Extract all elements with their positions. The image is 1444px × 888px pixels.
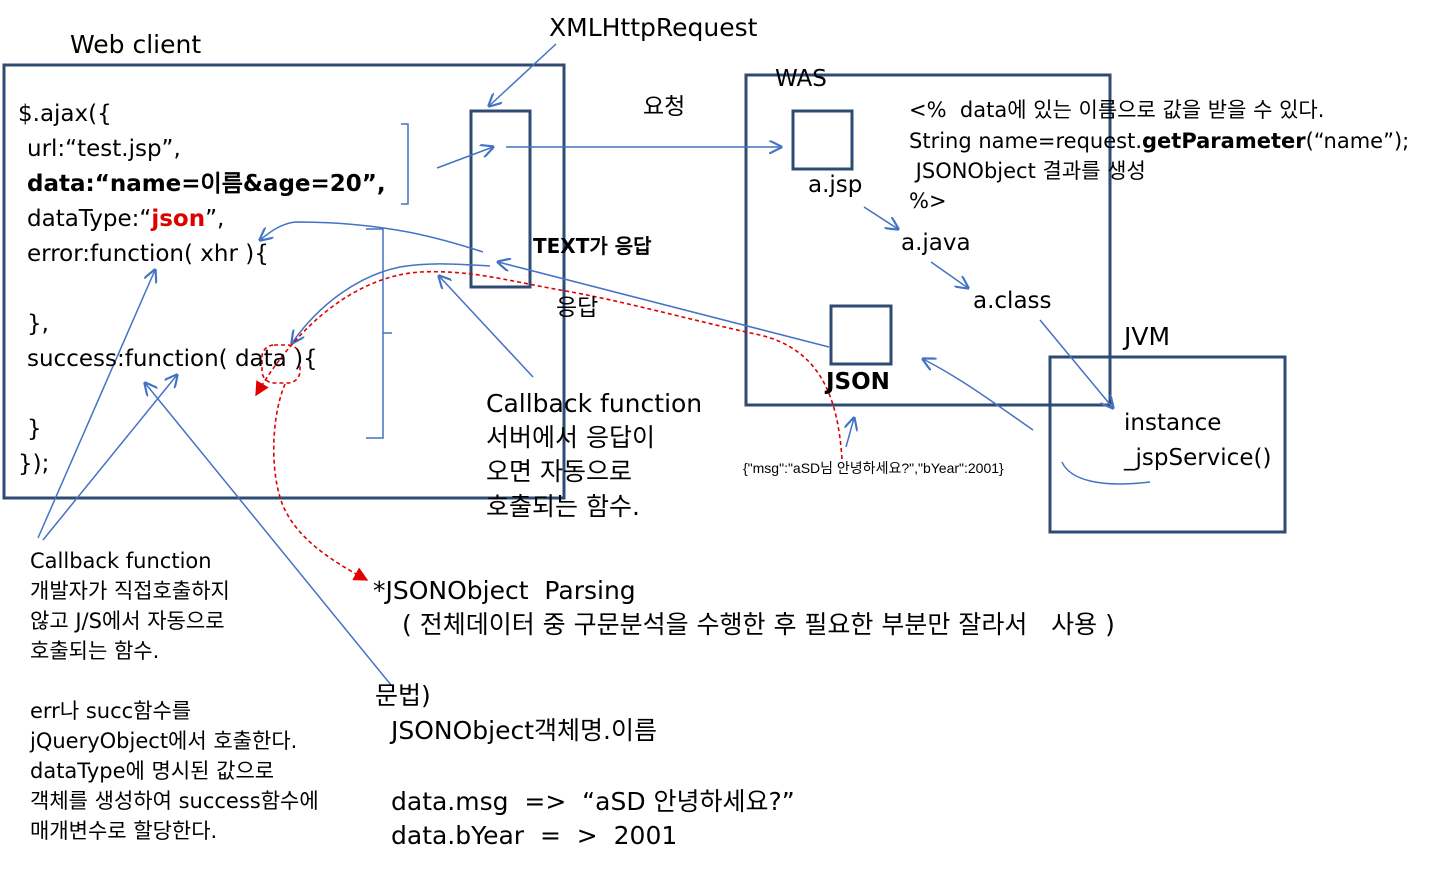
parsing-title: *JSONObject Parsing [373,576,636,605]
err-note-line4: 객체를 생성하여 success함수에 [30,789,319,813]
request-label: 요청 [643,94,686,120]
callback-bracket [366,228,392,439]
jsp-note-line1: <% data에 있는 이름으로 값을 받을 수 있다. [909,98,1325,122]
json-sample-pointer [846,418,854,448]
syntax-title: 문법) [375,681,431,710]
response-arrow [498,262,830,348]
data-to-parsing-dashed-arrow [272,383,369,581]
code-line-success-close: } [27,416,42,442]
code-line-error-close: }, [27,311,49,337]
json-sample-text: {"msg":"aSD님 안녕하세요?","bYear":2001} [743,460,1004,476]
data-param-highlight [261,344,301,384]
callback-left-line3: 호출되는 함수. [30,639,160,663]
callback-right-line2: 오면 자동으로 [486,457,632,486]
data-bracket [401,123,409,205]
callback-right-line3: 호출되는 함수. [486,492,640,521]
callback-left-line2: 않고 J/S에서 자동으로 [30,609,225,633]
a-jsp-box [791,109,854,171]
xmlhttprequest-box [469,109,532,289]
datatype-json-value: json [151,206,206,232]
service-loop-curve [1061,461,1151,485]
xmlhttprequest-pointer [489,43,557,106]
syntax-example-msg: data.msg => “aSD 안녕하세요?” [391,787,795,816]
web-client-label: Web client [70,30,202,59]
syntax-pointer [145,383,392,686]
instance-label: instance [1124,410,1222,436]
callback-left-title: Callback function [30,549,212,573]
was-label: WAS [775,66,827,92]
code-line-success: success:function( data ){ [27,346,318,372]
jsp-to-java-arrow [863,206,898,229]
datatype-prefix: dataType:“ [27,206,152,232]
jsp-note-line3: JSONObject 결과를 생성 [909,159,1146,183]
response-label: 응답 [556,295,599,321]
callback-right-line1: 서버에서 응답이 [486,423,655,452]
err-note-line2: jQueryObject에서 호출한다. [30,729,298,753]
syntax-example-byear: data.bYear = > 2001 [391,821,678,850]
jvm-label: JVM [1124,322,1171,351]
a-class-label: a.class [973,288,1052,314]
code-line-url: url:“test.jsp”, [27,136,181,162]
json-box [829,304,893,366]
code-line-error: error:function( xhr ){ [27,241,269,267]
err-note-line1: err나 succ함수를 [30,699,192,723]
json-to-data-dashed-arrow [255,270,843,460]
jsp-note-line4: %> [909,189,947,213]
callback-left-to-error-arrow [37,270,155,539]
a-java-label: a.java [901,230,971,256]
datatype-suffix: ”, [205,206,225,232]
json-label: JSON [826,369,890,395]
class-to-instance-arrow [1039,319,1113,408]
code-line-end: }); [18,451,50,477]
java-to-class-arrow [930,261,968,288]
jvm-box [1048,355,1287,534]
callback-to-error-arrow [260,221,484,253]
xmlhttprequest-label: XMLHttpRequest [549,13,758,42]
code-line-ajax: $.ajax({ [18,101,112,127]
code-line-data: data:“name=이름&age=20”, [27,171,386,197]
err-note-line3: dataType에 명시된 값으로 [30,759,275,783]
parsing-detail: ( 전체데이터 중 구문분석을 수행한 후 필요한 부분만 잘라서 사용 ) [402,610,1115,639]
jsp-note-line2: String name=request.getParameter(“name”)… [909,131,1409,152]
callback-left-line1: 개발자가 직접호출하지 [30,579,230,603]
code-line-datatype: dataType:“json”, [27,208,224,231]
jsp-service-label: _jspService() [1124,445,1272,471]
a-jsp-label: a.jsp [808,172,863,198]
callback-left-to-success-arrow [42,375,177,541]
text-response-label: TEXT가 응답 [533,234,652,258]
err-note-line5: 매개변수로 할당한다. [30,819,218,843]
jsp-note-prefix: String name=request. [909,129,1142,153]
was-box [744,73,1112,407]
callback-note-pointer [439,276,534,378]
service-to-json-arrow [923,359,1034,431]
web-client-box [2,63,566,500]
callback-to-success-arrow [292,263,491,343]
jsp-note-getparameter: getParameter [1142,129,1306,153]
jsp-note-suffix: (“name”); [1305,129,1410,153]
syntax-pattern: JSONObject객체명.이름 [391,716,657,745]
data-to-xhr-arrow [436,147,493,169]
callback-right-title: Callback function [486,389,703,418]
